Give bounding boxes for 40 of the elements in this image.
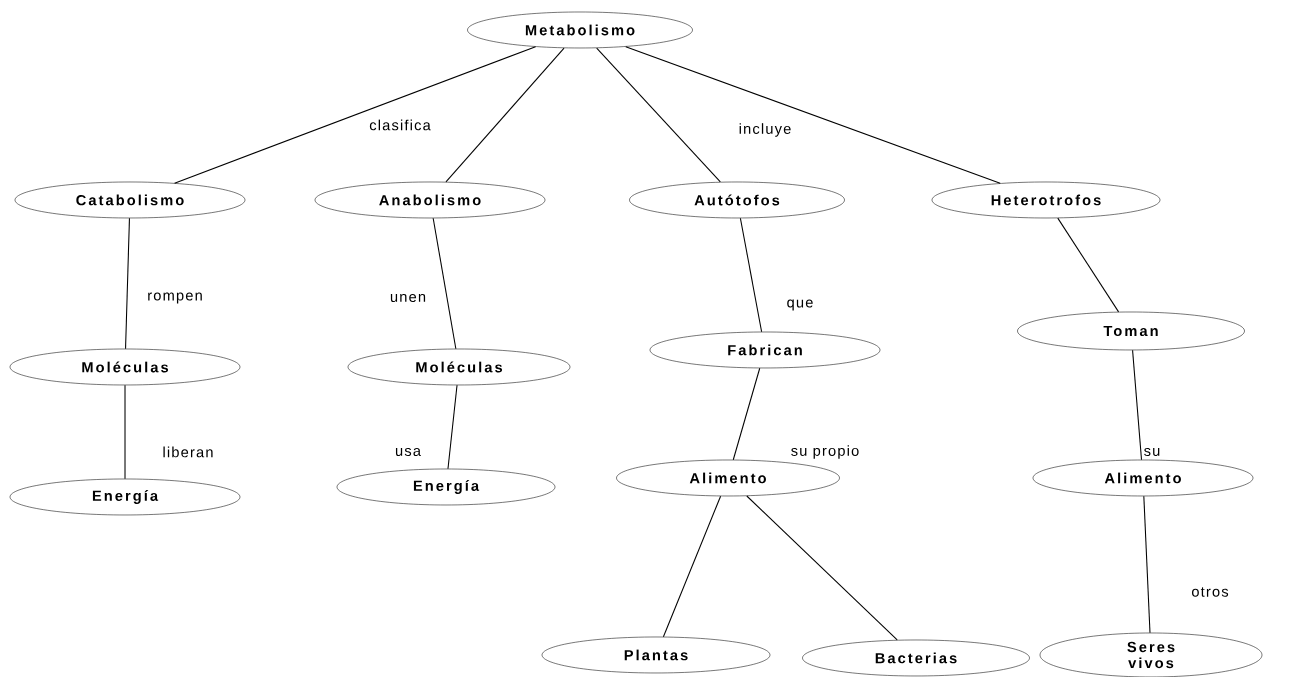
ellipse-node: Autótofos [629,181,845,219]
connector-line [125,217,130,350]
ellipse-node: Alimento [616,459,840,497]
edge-label: unen [388,292,428,304]
ellipse-node: Moléculas [347,348,571,386]
connector-line [124,384,126,480]
edge-label: su propio [789,443,861,461]
connector-line [445,47,565,183]
ellipse-node: Moléculas [9,348,241,386]
edge-label: liberan [161,445,215,459]
ellipse-node: Catabolismo [14,181,246,219]
ellipse-node: Energía [9,478,241,516]
ellipse-node: Fabrican [649,331,881,369]
connector-line [625,46,1001,184]
ellipse-node: Toman [1017,311,1245,351]
ellipse-node: Metabolismo [467,11,693,49]
ellipse-node: Plantas [541,636,771,674]
connector-line [746,495,898,641]
ellipse-node: Heterotrofos [931,181,1161,219]
edge-label: incluye [737,121,793,139]
connector-line [662,495,722,638]
connector-line [174,46,537,184]
edge-label: rompen [145,291,205,305]
connector-line [432,217,457,350]
edge-label: que [785,298,815,312]
connector-line [739,217,763,333]
ellipse-node: Bacterias [802,639,1030,677]
edge-label: usa [393,446,423,458]
edge-label: su [1142,446,1162,458]
ellipse-node: Alimento [1032,459,1254,497]
ellipse-node: Energía [336,468,556,506]
edge-label: otros [1190,585,1230,599]
connector-line [1132,349,1143,461]
connector-line [1143,495,1151,634]
ellipse-node: Anabolismo [314,181,546,219]
connector-line [447,384,458,470]
connector-line [732,367,761,461]
connector-line [1057,217,1120,313]
connector-line [596,47,721,183]
edge-label: clasifica [367,118,433,132]
